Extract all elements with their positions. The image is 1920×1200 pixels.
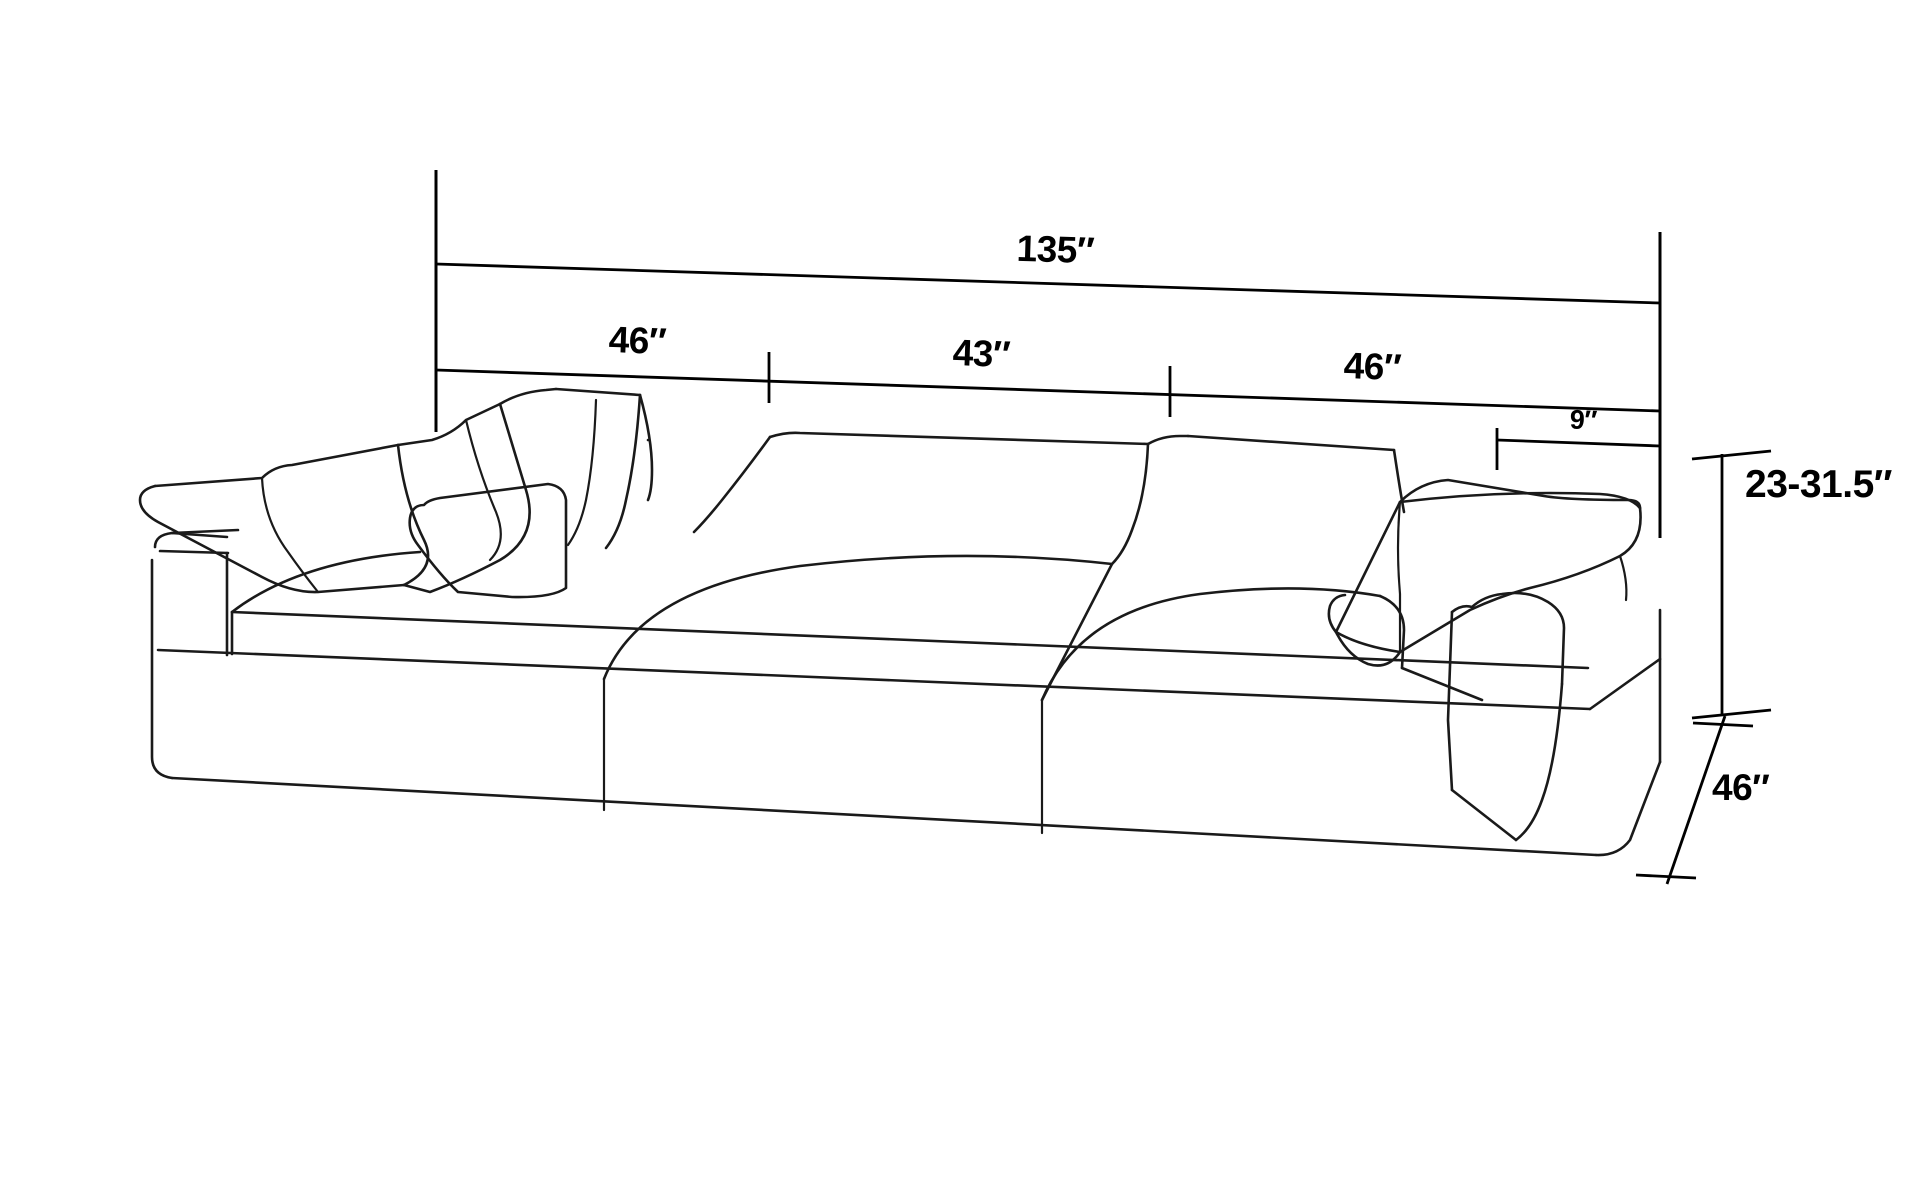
dimension-extension-lines [434, 170, 1662, 538]
dimension-depth: 46″ [1635, 715, 1771, 885]
left-back-cushion [498, 387, 642, 550]
pillow-small-outline [408, 482, 568, 599]
left-seat-cushion [230, 550, 422, 614]
pillow-right-tip [1334, 630, 1402, 667]
plinth-left-corner [150, 558, 174, 780]
center-back-cushion-right-edge [1110, 442, 1150, 566]
base-plinth [150, 558, 1662, 857]
center-back-cushion [638, 393, 1150, 566]
pillow-right-lower-drape [1334, 506, 1642, 654]
plinth-front-top-edge [156, 648, 1592, 711]
center-module-width-label: 43″ [952, 332, 1011, 375]
height-top-tick [1691, 449, 1772, 461]
right-seat-cushion [1040, 587, 1484, 702]
right-back-cushion-right-edge [1392, 448, 1406, 514]
throw-pillow-left-middle [396, 402, 531, 594]
pillow-left-large-crest [153, 443, 400, 488]
base-module-seams [602, 677, 1044, 835]
plinth-right-top-edge [1588, 657, 1662, 711]
plinth-front-bottom-edge [170, 776, 1598, 857]
arm-width-label: 9″ [1569, 405, 1598, 436]
right-arm-outer-face [1514, 682, 1564, 842]
left-back-cushion-right-edge [604, 393, 642, 550]
pillow-left-large-outline [138, 484, 406, 594]
left-module-width-label: 46″ [608, 319, 667, 362]
module-widths-line [435, 368, 1661, 413]
pillow-left-middle-body [402, 402, 531, 594]
throw-pillow-left-large [138, 443, 430, 594]
right-arm-inner-face [1446, 610, 1454, 792]
depth-line [1665, 715, 1727, 885]
dimension-arm-width: 9″ [1495, 405, 1661, 470]
center-back-cushion-crest [768, 431, 1150, 446]
depth-bottom-tick [1635, 873, 1697, 880]
right-arm-top-surface [1470, 591, 1566, 686]
right-arm [1446, 591, 1566, 842]
pillow-left-large-right-edge [396, 443, 430, 587]
dimension-height: 23-31.5″ [1691, 449, 1892, 720]
pillow-left-middle-fold [464, 418, 502, 562]
arm-width-line [1496, 438, 1661, 448]
left-back-cushion-top [498, 387, 558, 406]
right-arm-front-edge [1450, 604, 1474, 614]
throw-pillow-left-small [408, 482, 568, 599]
seat-cushion-front-band [230, 610, 1590, 670]
pillow-right-top-edge [1327, 478, 1642, 634]
pillow-left-middle-outline [396, 402, 502, 447]
height-bottom-tick [1691, 708, 1772, 720]
right-back-cushion-crest [1186, 434, 1396, 452]
center-back-cushion-left-edge [692, 435, 772, 534]
dimension-module-widths: 46″ 43″ 46″ [435, 319, 1661, 417]
overall-width-label: 135″ [1016, 228, 1096, 271]
right-back-cushion-top-left [1146, 434, 1190, 446]
center-seat-cushion-top-curve [602, 554, 1114, 681]
dimension-overall-width: 135″ [435, 228, 1661, 305]
left-seat-cushion-top-curve [230, 550, 422, 614]
center-back-cushion-top [638, 393, 654, 502]
right-module-width-label: 46″ [1343, 345, 1402, 388]
seat-band-top-edge [230, 610, 1590, 670]
overall-width-line [435, 262, 1661, 305]
left-arm [153, 528, 240, 657]
right-seat-cushion-front-band [1400, 666, 1484, 702]
height-label: 23-31.5″ [1745, 463, 1892, 506]
pillow-right-crest [1398, 491, 1642, 510]
right-back-cushion [1146, 434, 1406, 514]
pillow-left-large-fold-1 [260, 476, 320, 594]
right-arm-front-bottom [1450, 788, 1518, 842]
pillow-right-fold [1396, 500, 1402, 654]
pillow-right-back-edge [1618, 554, 1628, 602]
left-arm-outer-top [170, 528, 240, 535]
right-seat-cushion-top-curve [1040, 587, 1382, 702]
plinth-right-bottom-corner [1594, 760, 1662, 857]
depth-label: 46″ [1712, 767, 1770, 808]
left-back-cushion-top-edge [554, 387, 642, 397]
throw-pillow-right [1327, 478, 1642, 667]
left-back-cushion-seam [566, 398, 598, 547]
